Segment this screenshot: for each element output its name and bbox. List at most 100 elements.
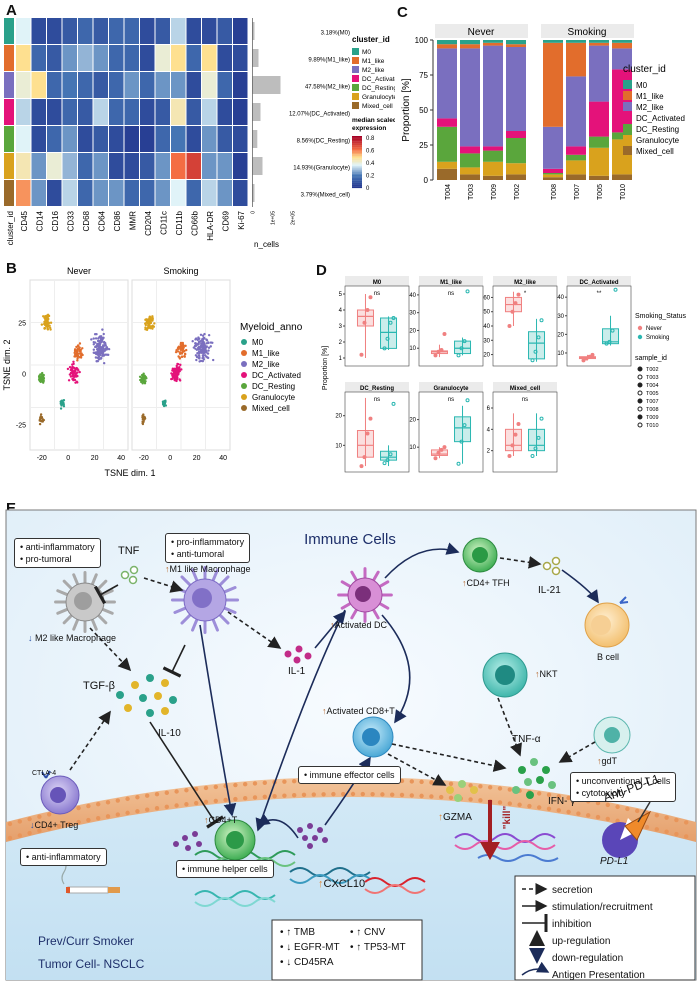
tsne-point (162, 404, 166, 408)
tsne-point (92, 343, 95, 346)
heatmap-cell (124, 45, 139, 71)
box-point (604, 341, 609, 346)
membrane-head (674, 817, 679, 823)
tsne-point (174, 350, 178, 354)
helper-box: • immune helper cells (176, 860, 274, 878)
tsne-point (198, 354, 201, 357)
scale-bar-segment (352, 155, 362, 157)
stack-y-tick-label: 0 (424, 176, 429, 185)
heatmap-cell (93, 18, 108, 44)
tsne-point (205, 339, 209, 342)
heatmap-cell (93, 99, 108, 125)
m2-property-1: • anti-inflammatory (20, 542, 95, 552)
box-legend-label: Never (646, 326, 662, 332)
stack-bar-segment (506, 40, 526, 45)
membrane-head (203, 799, 209, 805)
stack-bar-segment (612, 48, 632, 70)
cluster-legend-swatch (352, 84, 359, 91)
box-point (368, 416, 373, 421)
heatmap-marker-label: cluster_id (6, 211, 15, 245)
stack-bar-segment (483, 42, 503, 46)
tsne-point (142, 420, 145, 423)
box-point (533, 446, 538, 451)
tsne-point (162, 401, 166, 404)
treg-property-box: • anti-inflammatory (20, 848, 107, 866)
membrane-head (145, 793, 150, 798)
stack-bar-segment (566, 40, 586, 43)
tsne-x-tick: -20 (37, 455, 47, 462)
membrane-head (86, 817, 91, 823)
membrane-head (282, 779, 287, 784)
stack-bar-segment (483, 146, 503, 151)
tsne-point (100, 348, 103, 352)
tsne-point (142, 374, 145, 377)
unconventional-1: • unconventional T cells (576, 776, 671, 786)
tnf-label: TNF (118, 545, 140, 557)
sample-legend-label: T009 (646, 415, 659, 421)
box-facet-title: Granulocyte (433, 386, 469, 392)
scale-bar-segment (352, 151, 362, 153)
n-cells-tick: 0 (251, 211, 257, 214)
box-facet-strip (493, 276, 557, 286)
activated-dc (337, 567, 393, 623)
tsne-y-label: TSNE dim. 2 (2, 339, 12, 390)
tsne-point (74, 353, 77, 356)
heatmap-cell (202, 45, 217, 71)
tsne-legend-label: Mixed_cell (252, 404, 290, 413)
cluster-percent-label: 14.93%(Granulocyte) (293, 166, 350, 172)
il21-dots (542, 556, 561, 576)
heatmap-cell (47, 99, 62, 125)
sample-legend-shape (637, 374, 643, 380)
membrane-head (292, 793, 297, 798)
box-facet-strip (419, 382, 483, 392)
sample-legend-label: T003 (646, 375, 659, 381)
tsne-point (93, 341, 97, 344)
unconventional-2: • cytotoxicity (576, 788, 626, 798)
membrane-head (174, 803, 179, 808)
tsne-point (145, 318, 148, 321)
box-point (459, 346, 464, 351)
heatmap-marker-label: CD86 (113, 210, 122, 231)
heatmap-cell (155, 45, 170, 71)
tsne-point (67, 379, 71, 382)
tsne-point (98, 351, 102, 355)
box-point (362, 320, 367, 325)
tsne-point (197, 340, 201, 344)
box-y-tick-label: 10 (409, 346, 416, 352)
tsne-panel-title: Never (67, 266, 91, 276)
activated-dc-label: ↑Activated DC (330, 620, 388, 630)
membrane-head (243, 782, 248, 787)
il21-to-bcell-arrow (561, 569, 599, 604)
box-facet-strip (419, 276, 483, 286)
heatmap-cell (155, 99, 170, 125)
box-point (539, 416, 544, 421)
membrane-head (37, 828, 42, 833)
stack-group-title: Smoking (568, 27, 607, 38)
membrane-head (419, 779, 424, 785)
tsne-point (72, 362, 75, 366)
gdt-label: ↑gdT (597, 756, 618, 766)
tsne-point (171, 368, 175, 371)
tnf-dots (120, 565, 139, 585)
sample-legend-shape (637, 366, 643, 372)
tsne-point (207, 346, 211, 349)
cd4-tfh-label: ↑CD4+ TFH (462, 578, 510, 588)
tsne-x-tick: 0 (66, 455, 70, 462)
legend-inhibition: inhibition (552, 919, 592, 930)
box-significance: ns (374, 291, 380, 297)
panel-letter-d: D (316, 262, 327, 279)
cluster-legend-label: DC_Activated (362, 76, 395, 83)
box-y-tick-label: 5 (339, 292, 343, 298)
box-facet-title: M0 (373, 280, 382, 286)
stack-bar-segment (437, 40, 457, 45)
membrane-head (399, 792, 405, 798)
box-y-tick-label: 50 (483, 310, 490, 316)
heatmap-cell (109, 72, 124, 98)
nkt-label: ↑NKT (535, 669, 558, 679)
scale-bar-segment (352, 145, 362, 147)
tsne-point (76, 359, 79, 362)
tsne-point (198, 346, 202, 349)
heatmap-cell (47, 180, 62, 206)
tsne-point (143, 381, 147, 384)
tsne-point (40, 323, 44, 326)
